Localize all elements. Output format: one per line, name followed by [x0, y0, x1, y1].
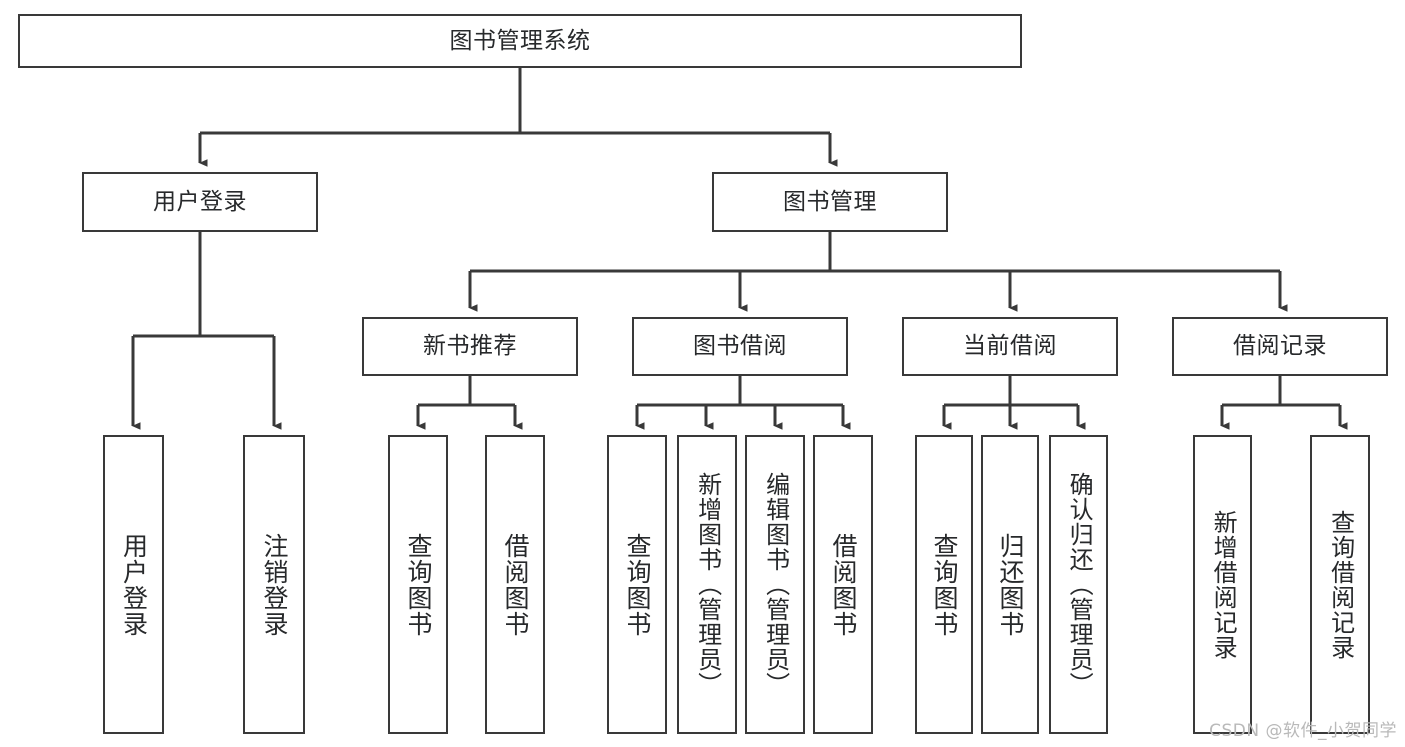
leaf-add-book[interactable]: 新增图书（管理员） [677, 435, 737, 734]
node-borrow-record[interactable]: 借阅记录 [1172, 317, 1388, 376]
leaf-query-book-1[interactable]: 查询图书 [388, 435, 448, 734]
node-current-borrow[interactable]: 当前借阅 [902, 317, 1118, 376]
leaf-confirm-return[interactable]: 确认归还（管理员） [1049, 435, 1108, 734]
leaf-edit-book[interactable]: 编辑图书（管理员） [745, 435, 805, 734]
node-user-login[interactable]: 用户登录 [82, 172, 318, 232]
node-book-manage[interactable]: 图书管理 [712, 172, 948, 232]
node-root[interactable]: 图书管理系统 [18, 14, 1022, 68]
csdn-watermark: CSDN @软件_小贺同学 [1209, 721, 1397, 741]
leaf-query-book-3[interactable]: 查询图书 [915, 435, 973, 734]
leaf-borrow-book-1[interactable]: 借阅图书 [485, 435, 545, 734]
node-new-book-recommend[interactable]: 新书推荐 [362, 317, 578, 376]
leaf-query-book-2[interactable]: 查询图书 [607, 435, 667, 734]
leaf-add-record[interactable]: 新增借阅记录 [1193, 435, 1252, 734]
leaf-query-record[interactable]: 查询借阅记录 [1310, 435, 1370, 734]
leaf-return-book[interactable]: 归还图书 [981, 435, 1039, 734]
leaf-borrow-book-2[interactable]: 借阅图书 [813, 435, 873, 734]
leaf-user-login[interactable]: 用户登录 [103, 435, 164, 734]
leaf-logout-login[interactable]: 注销登录 [243, 435, 305, 734]
node-book-borrow[interactable]: 图书借阅 [632, 317, 848, 376]
